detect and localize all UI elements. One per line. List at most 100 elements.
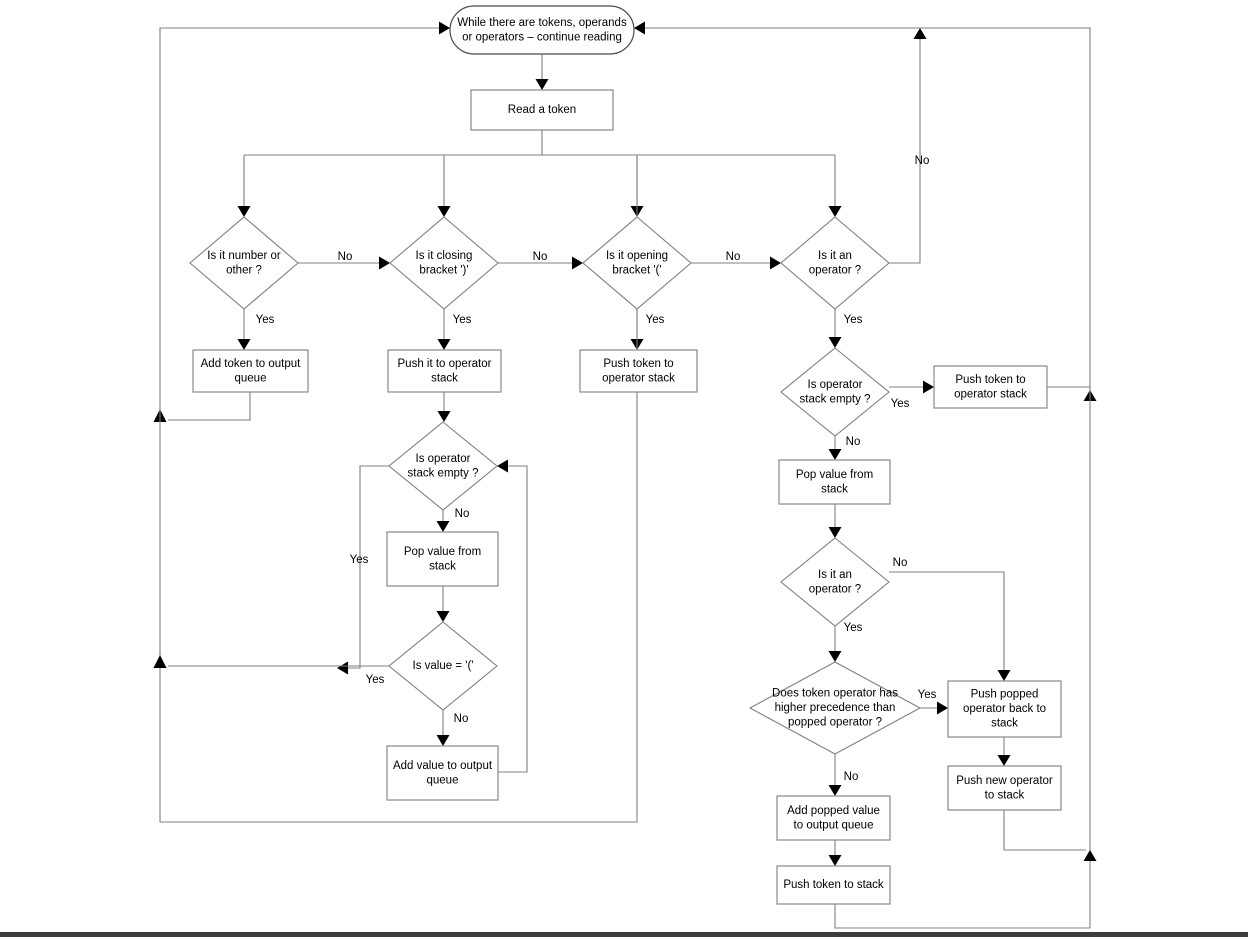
edge-push-new-operator-to-right-return	[1003, 810, 1097, 861]
pop-value-from-stack-left-process-shape	[386, 531, 499, 587]
is-it-an-operator-decision-shape	[780, 216, 890, 310]
is-it-opening-bracket-decision-shape	[582, 216, 692, 310]
edge-is-operator-yes-to-stack-empty-label: Yes	[844, 314, 863, 326]
edge-bus-to-is-operator	[828, 206, 842, 217]
edge-precedence-yes-to-push-popped-label: Yes	[918, 689, 937, 701]
edge-stack-empty-left-no-to-pop-label: No	[455, 508, 470, 520]
is-operator-stack-empty-left-decision-shape	[388, 421, 498, 511]
edge-is-operator-2-yes-to-precedence-label: Yes	[844, 622, 863, 634]
edge-is-opening-no-to-is-operator-arrowhead	[770, 256, 781, 270]
push-popped-operator-back-to-stack-process-shape	[947, 680, 1062, 738]
is-value-open-bracket-decision-shape	[388, 621, 498, 711]
edge-precedence-no-to-add-popped: No	[828, 754, 858, 796]
edge-stack-empty-right-yes-to-push-token-label: Yes	[891, 398, 910, 410]
edge-stack-empty-left-no-to-pop-arrowhead	[436, 521, 450, 532]
edge-stack-empty-right-yes-to-push-token: Yes	[889, 380, 934, 410]
add-popped-value-to-output-queue-process-shape	[776, 795, 891, 841]
token-operator-precedence-decision-shape	[748, 661, 922, 755]
edge-stack-empty-right-no-to-pop-arrowhead	[828, 449, 842, 460]
edge-left-return-line-to-start	[159, 21, 450, 822]
edge-right-return-line-to-start-line	[642, 27, 1091, 928]
edge-is-opening-yes-to-push-token: Yes	[630, 309, 665, 350]
push-token-to-operator-stack-right-process-shape	[933, 365, 1048, 409]
edge-pop-value-right-to-is-operator-2-arrowhead	[828, 527, 842, 538]
push-token-to-operator-stack-process-shape	[579, 349, 698, 393]
is-value-open-bracket-decision[interactable]: Is value = '('	[388, 621, 498, 711]
edge-pop-value-right-to-is-operator-2	[828, 504, 842, 538]
is-it-closing-bracket-decision-shape	[389, 216, 499, 310]
edge-precedence-no-to-add-popped-arrowhead	[828, 785, 842, 796]
edge-push-new-operator-to-right-return-line	[1003, 810, 1086, 851]
edge-is-opening-yes-to-push-token-label: Yes	[646, 314, 665, 326]
edge-is-closing-yes-to-push-it-label: Yes	[453, 314, 472, 326]
edge-is-closing-no-to-is-opening-arrowhead	[572, 256, 583, 270]
edge-read-token-fanout-bus	[243, 130, 836, 213]
edge-push-it-to-stack-empty-left	[437, 392, 451, 422]
edge-is-operator-2-no-to-push-popped-line	[889, 571, 1005, 677]
edge-is-number-no-to-is-closing-label: No	[338, 251, 353, 263]
start-terminator-shape	[449, 5, 635, 55]
edge-is-opening-no-to-is-operator-label: No	[726, 251, 741, 263]
edge-stack-empty-right-no-to-pop: No	[828, 436, 861, 460]
edge-is-number-no-to-is-closing: No	[298, 251, 390, 270]
edge-is-operator-no-to-start: No	[889, 28, 929, 264]
push-token-to-stack-process[interactable]: Push token to stack	[776, 865, 891, 905]
edge-stack-empty-left-yes-return-line	[345, 465, 389, 669]
edge-push-token-right-to-return-line	[1047, 386, 1097, 401]
edge-is-number-yes-to-add-token: Yes	[237, 309, 275, 350]
edge-stack-empty-left-yes-return-arrowhead	[337, 661, 348, 675]
edge-bus-to-is-operator-arrowhead	[828, 206, 842, 217]
edge-is-operator-no-to-start-line	[889, 36, 921, 264]
edge-pop-value-left-to-is-value	[436, 586, 450, 622]
edge-pop-value-left-to-is-value-arrowhead	[436, 611, 450, 622]
push-token-to-stack-process-shape	[776, 865, 891, 905]
push-new-operator-to-stack-process-shape	[947, 765, 1062, 811]
edge-is-value-yes-to-loop-return: Yes	[153, 655, 389, 686]
edge-stack-empty-left-no-to-pop: No	[436, 508, 470, 532]
edge-is-operator-2-no-to-push-popped-label: No	[893, 557, 908, 569]
edge-bus-to-is-closing-arrowhead	[437, 206, 451, 217]
edge-stack-empty-left-yes-return-label: Yes	[350, 554, 369, 566]
edge-is-number-yes-to-add-token-label: Yes	[256, 314, 275, 326]
edge-is-operator-2-yes-to-precedence-arrowhead	[828, 651, 842, 662]
edge-stack-empty-right-no-to-pop-label: No	[846, 436, 861, 448]
is-value-open-bracket-decision-label: Is value = '('	[413, 660, 474, 672]
footer-layer	[0, 932, 1248, 937]
add-token-to-output-queue-process-shape	[192, 349, 309, 393]
edge-bus-to-is-number-arrowhead	[237, 206, 251, 217]
read-a-token-process[interactable]: Read a token	[470, 89, 614, 131]
